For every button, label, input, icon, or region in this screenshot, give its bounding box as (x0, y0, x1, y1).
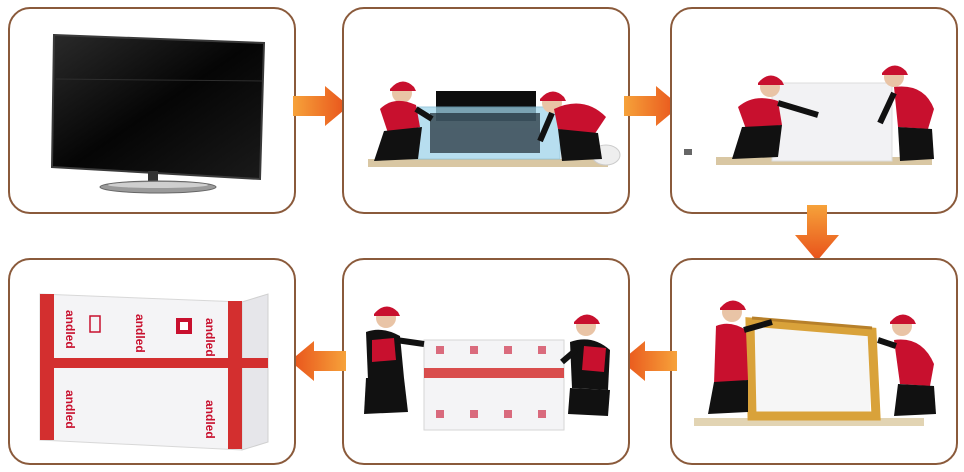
tv-illustration (10, 9, 294, 212)
carton-brand-5: andled (203, 400, 217, 439)
carton-brand-4: andled (63, 390, 77, 429)
step-1-panel (8, 7, 296, 214)
worker-right (562, 314, 610, 416)
tv-screen (52, 35, 264, 179)
wrapping-scene (344, 9, 628, 212)
carton-brand-2: andled (133, 314, 147, 353)
step-5-panel (342, 258, 630, 465)
step-2-panel (342, 7, 630, 214)
step-6-panel: andled andled andled andled andled (8, 258, 296, 465)
worker-left (364, 306, 424, 414)
carton-brand-3: andled (203, 318, 217, 357)
step-4-panel (670, 258, 958, 465)
finished-carton: andled andled andled andled andled (10, 260, 294, 463)
arrow-down-icon (793, 203, 841, 263)
worker-right (878, 314, 936, 416)
arrow-left-icon (288, 339, 348, 383)
foam-panel (772, 83, 892, 161)
frame-scene (672, 260, 956, 463)
packing-tape (424, 368, 564, 378)
carton-brand-1: andled (63, 310, 77, 349)
taping-scene (344, 260, 628, 463)
step-3-panel (670, 7, 958, 214)
covering-scene (672, 9, 956, 212)
